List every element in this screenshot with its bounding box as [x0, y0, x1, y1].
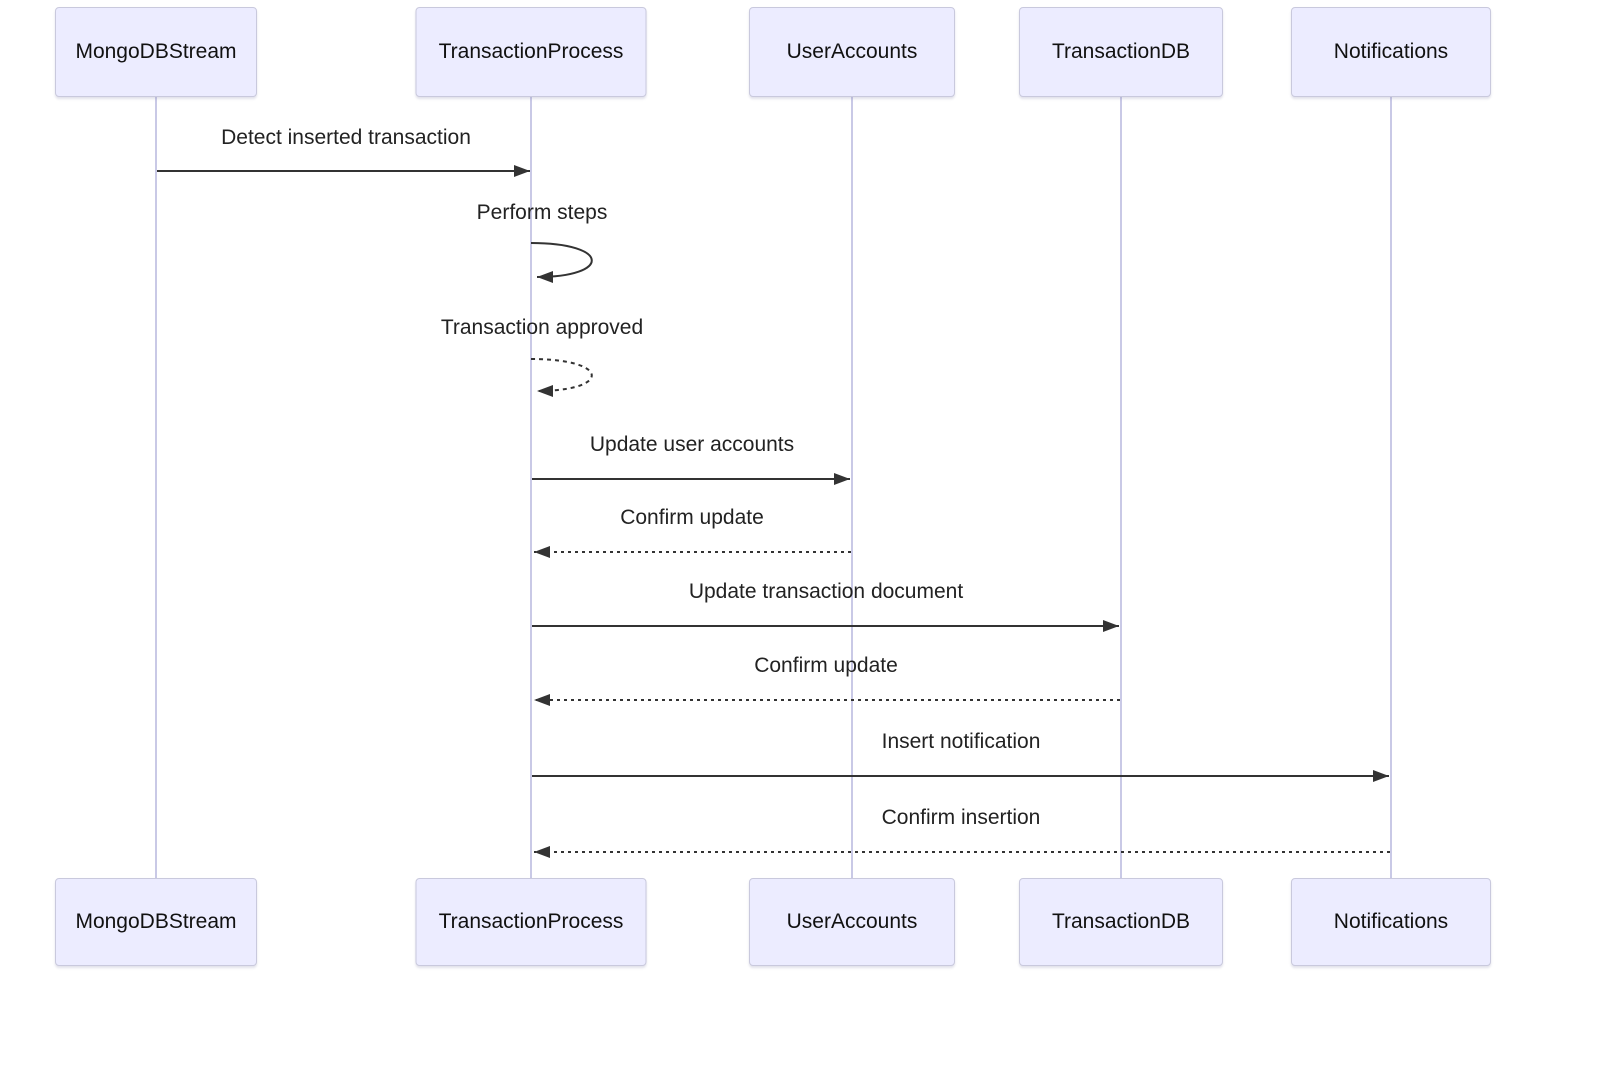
actor-label: MongoDBStream: [75, 910, 237, 933]
message-label-insert-notification: Insert notification: [881, 730, 1041, 753]
actor-label: TransactionProcess: [438, 910, 624, 933]
message-label-detect-inserted-transaction: Detect inserted transaction: [221, 126, 471, 149]
actor-label: Notifications: [1333, 40, 1449, 63]
actor-label: UserAccounts: [786, 910, 918, 933]
message-label-confirm-insertion: Confirm insertion: [881, 806, 1041, 829]
actor-top-useraccounts: UserAccounts: [749, 7, 955, 97]
message-label-update-user-accounts: Update user accounts: [589, 433, 795, 456]
actor-label: TransactionProcess: [438, 40, 624, 63]
actor-bottom-notifications: Notifications: [1291, 878, 1491, 966]
message-label-confirm-update-2: Confirm update: [754, 654, 898, 677]
actor-bottom-transactiondb: TransactionDB: [1019, 878, 1223, 966]
message-label-perform-steps: Perform steps: [476, 201, 608, 224]
actor-top-notifications: Notifications: [1291, 7, 1491, 97]
actor-label: Notifications: [1333, 910, 1449, 933]
actor-top-mongodbstream: MongoDBStream: [55, 7, 257, 97]
message-label-confirm-update-1: Confirm update: [620, 506, 764, 529]
actor-top-transactionprocess: TransactionProcess: [415, 7, 647, 97]
message-label-update-transaction-document: Update transaction document: [688, 580, 964, 603]
actor-bottom-mongodbstream: MongoDBStream: [55, 878, 257, 966]
actor-bottom-useraccounts: UserAccounts: [749, 878, 955, 966]
actor-top-transactiondb: TransactionDB: [1019, 7, 1223, 97]
actor-label: TransactionDB: [1051, 40, 1191, 63]
actor-label: UserAccounts: [786, 40, 918, 63]
actor-bottom-transactionprocess: TransactionProcess: [415, 878, 647, 966]
message-label-transaction-approved: Transaction approved: [440, 316, 644, 339]
actor-label: MongoDBStream: [75, 40, 237, 63]
self-loop-transaction-approved: [530, 358, 593, 397]
self-loop-perform-steps: [530, 242, 593, 283]
actor-label: TransactionDB: [1051, 910, 1191, 933]
